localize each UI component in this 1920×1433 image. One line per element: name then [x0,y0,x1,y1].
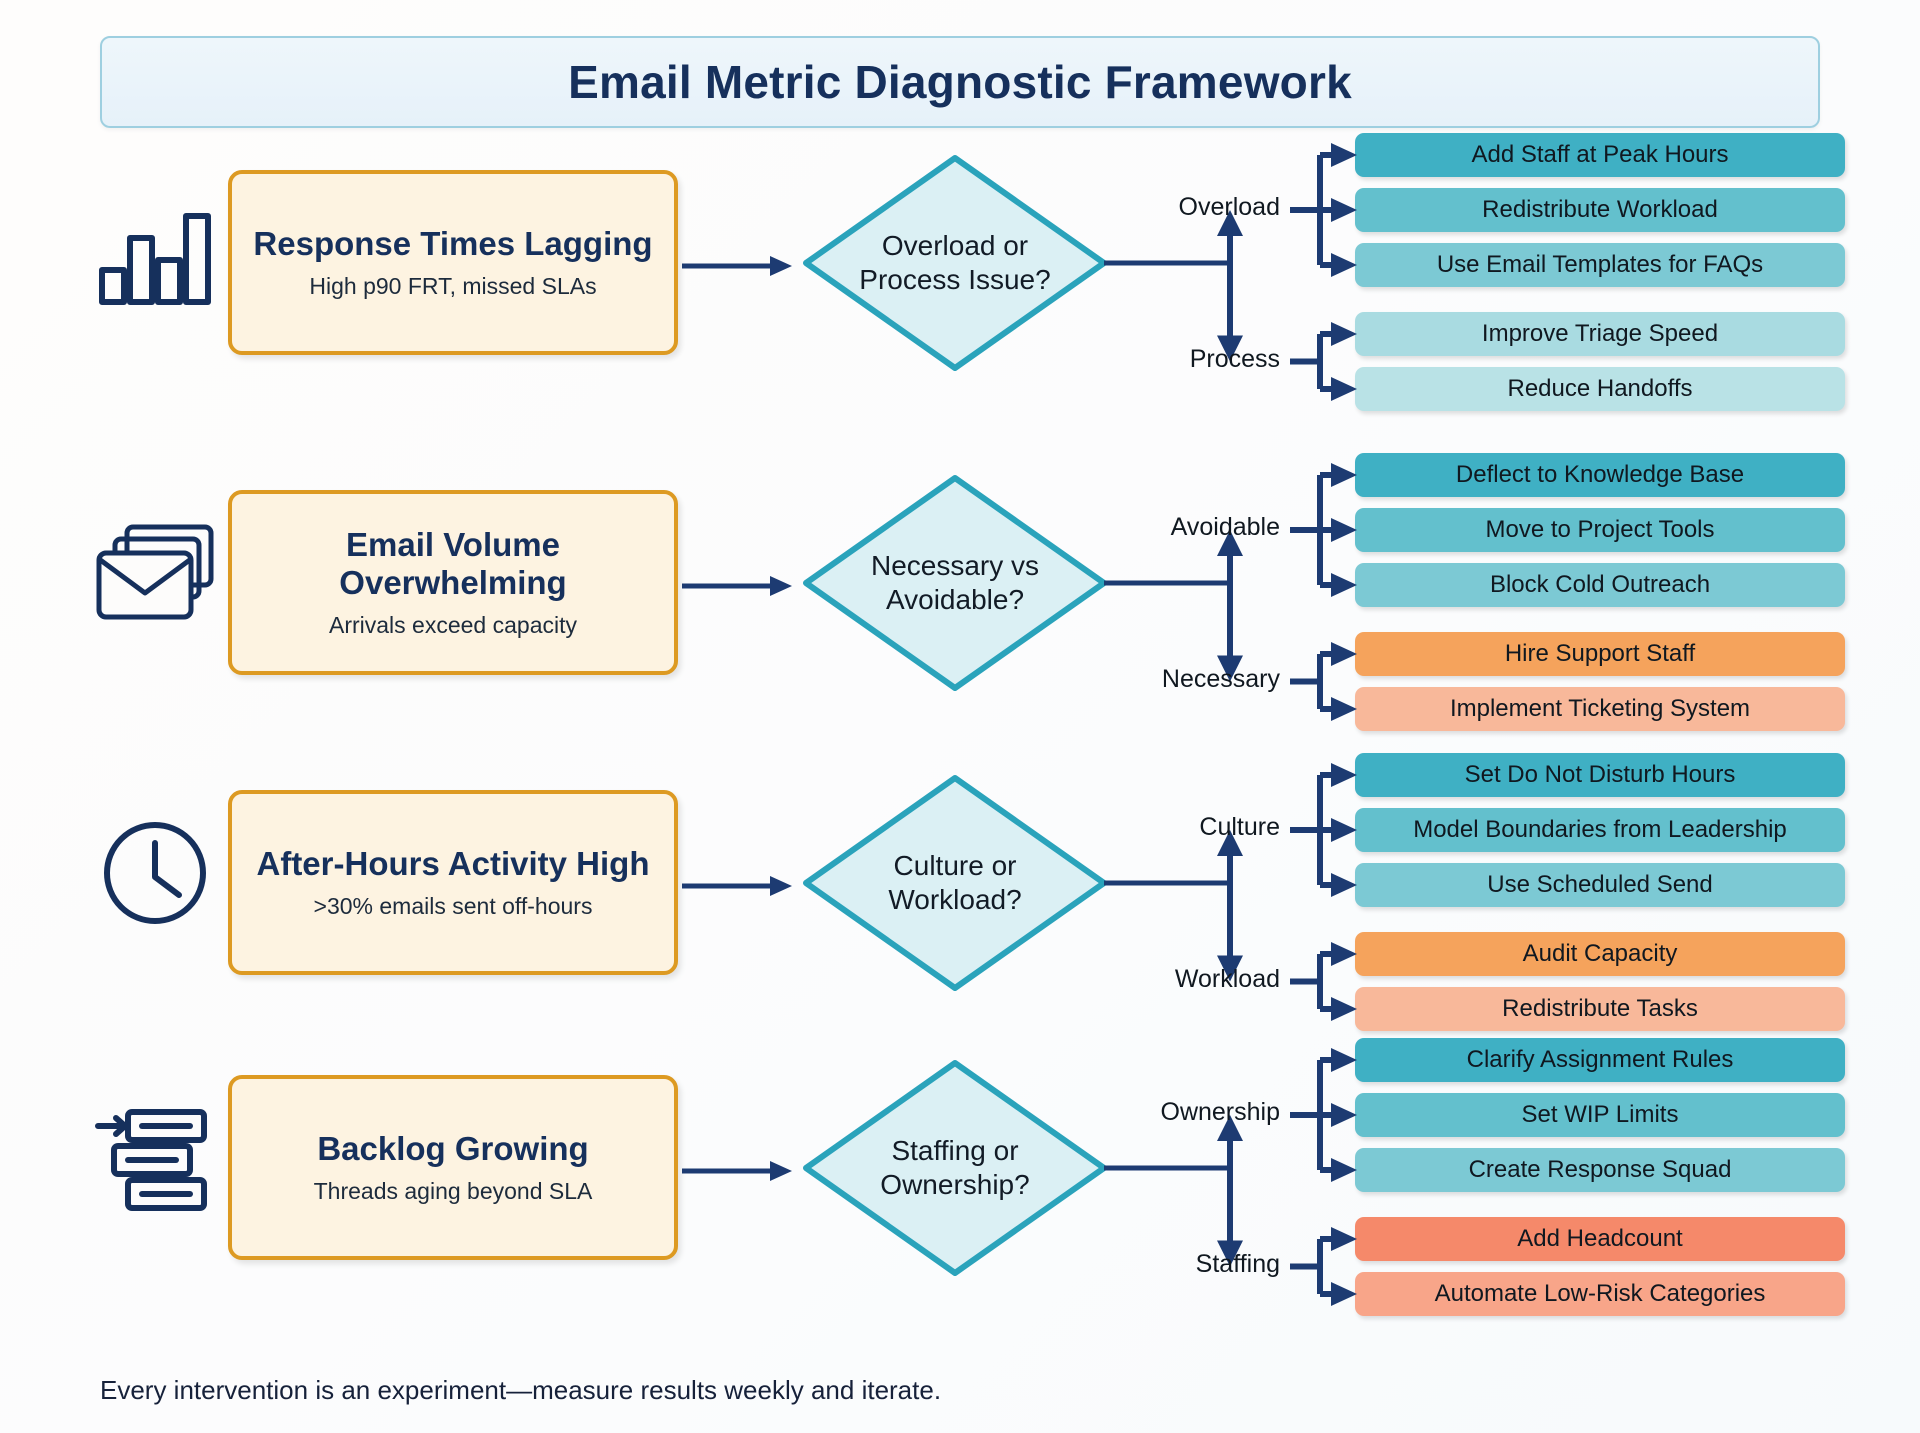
action-box[interactable]: Clarify Assignment Rules [1355,1038,1845,1082]
decision-diamond[interactable]: Culture or Workload? [800,772,1110,994]
action-label: Use Scheduled Send [1487,871,1713,898]
action-box[interactable]: Audit Capacity [1355,932,1845,976]
connector-problem-to-decision [682,1158,792,1181]
problem-subtitle: Threads aging beyond SLA [313,1177,593,1204]
action-box[interactable]: Implement Ticketing System [1355,687,1845,731]
action-box[interactable]: Add Staff at Peak Hours [1355,133,1845,177]
action-box[interactable]: Add Headcount [1355,1217,1845,1261]
row-icon [90,508,220,638]
action-box[interactable]: Redistribute Tasks [1355,987,1845,1031]
problem-subtitle: Arrivals exceed capacity [329,611,577,638]
action-label: Clarify Assignment Rules [1466,1046,1734,1073]
branch-label: Workload [1174,964,1280,993]
connector-problem-to-decision [682,253,792,276]
branch-connector-svg [1104,463,1357,721]
action-label: Implement Ticketing System [1449,695,1751,722]
action-box[interactable]: Automate Low-Risk Categories [1355,1272,1845,1316]
connector-problem-to-decision [682,873,792,896]
action-box[interactable]: Set WIP Limits [1355,1093,1845,1137]
diagnostic-row: Email Volume Overwhelming Arrivals excee… [0,453,1920,750]
bar-chart-icon [99,213,211,305]
action-label: Improve Triage Speed [1481,320,1719,347]
problem-card[interactable]: Email Volume Overwhelming Arrivals excee… [228,490,678,675]
action-label: Audit Capacity [1522,940,1678,967]
decision-label: Culture or Workload? [888,850,1022,915]
action-box[interactable]: Improve Triage Speed [1355,312,1845,356]
decision-diamond[interactable]: Overload or Process Issue? [800,152,1110,374]
connector-problem-to-decision [682,573,792,596]
branch-label: Overload [1178,193,1280,221]
problem-card[interactable]: After-Hours Activity High >30% emails se… [228,790,678,975]
problem-title: Response Times Lagging [253,225,653,263]
action-box[interactable]: Deflect to Knowledge Base [1355,453,1845,497]
diagnostic-row: Backlog Growing Threads aging beyond SLA… [0,1038,1920,1335]
problem-title: After-Hours Activity High [256,845,650,883]
problem-subtitle: >30% emails sent off-hours [313,892,593,919]
backlog-icon [95,1109,207,1211]
row-icon [90,808,220,938]
clock-icon [104,822,206,924]
action-label: Hire Support Staff [1504,640,1696,667]
branch-label: Staffing [1195,1249,1280,1278]
diagnostic-row: Response Times Lagging High p90 FRT, mis… [0,133,1920,430]
branch-label: Culture [1199,813,1280,841]
action-box[interactable]: Use Scheduled Send [1355,863,1845,907]
action-label: Model Boundaries from Leadership [1413,816,1787,843]
action-label: Create Response Squad [1468,1156,1732,1183]
action-label: Set Do Not Disturb Hours [1464,761,1736,788]
action-box[interactable]: Set Do Not Disturb Hours [1355,753,1845,797]
action-label: Automate Low-Risk Categories [1434,1280,1766,1307]
action-box[interactable]: Block Cold Outreach [1355,563,1845,607]
action-box[interactable]: Hire Support Staff [1355,632,1845,676]
action-label: Set WIP Limits [1521,1101,1679,1128]
problem-card[interactable]: Response Times Lagging High p90 FRT, mis… [228,170,678,355]
decision-diamond-shape [803,775,1107,991]
action-box[interactable]: Redistribute Workload [1355,188,1845,232]
action-label: Deflect to Knowledge Base [1455,461,1745,488]
action-label: Block Cold Outreach [1489,571,1711,598]
page-title: Email Metric Diagnostic Framework [568,56,1352,108]
action-box[interactable]: Reduce Handoffs [1355,367,1845,411]
action-box[interactable]: Move to Project Tools [1355,508,1845,552]
branch-label: Necessary [1161,664,1280,693]
branch-label: Process [1189,344,1280,373]
diagnostic-row: After-Hours Activity High >30% emails se… [0,753,1920,1050]
problem-title: Email Volume Overwhelming [339,526,567,601]
action-label: Move to Project Tools [1485,516,1715,543]
action-box[interactable]: Use Email Templates for FAQs [1355,243,1845,287]
decision-diamond-shape [803,155,1107,371]
branch-label: Ownership [1160,1098,1281,1126]
action-box[interactable]: Create Response Squad [1355,1148,1845,1192]
branch-connector-svg [1104,1048,1357,1306]
problem-card[interactable]: Backlog Growing Threads aging beyond SLA [228,1075,678,1260]
decision-diamond[interactable]: Staffing or Ownership? [800,1057,1110,1279]
action-label: Add Staff at Peak Hours [1471,141,1729,168]
action-label: Use Email Templates for FAQs [1436,251,1764,278]
decision-label: Staffing or Ownership? [880,1135,1030,1200]
arrow-to-decision [682,876,792,896]
page-title-banner: Email Metric Diagnostic Framework [100,36,1820,128]
decision-label: Necessary vs Avoidable? [870,550,1040,615]
decision-diamond-shape [803,1060,1107,1276]
envelopes-icon [96,524,214,620]
decision-diamond[interactable]: Necessary vs Avoidable? [800,472,1110,694]
arrow-to-decision [682,256,792,276]
action-box[interactable]: Model Boundaries from Leadership [1355,808,1845,852]
branch-connector-svg [1104,763,1357,1021]
branch-label: Avoidable [1170,513,1280,541]
problem-title: Backlog Growing [317,1130,589,1168]
problem-subtitle: High p90 FRT, missed SLAs [309,272,597,299]
footer-note: Every intervention is an experiment—meas… [100,1375,942,1405]
decision-label: Overload or Process Issue? [859,230,1051,295]
action-label: Reduce Handoffs [1507,375,1693,402]
row-icon [90,188,220,318]
arrow-to-decision [682,576,792,596]
action-label: Add Headcount [1517,1225,1683,1252]
branch-connector-svg [1104,143,1357,401]
decision-diamond-shape [803,475,1107,691]
action-label: Redistribute Tasks [1502,995,1698,1022]
arrow-to-decision [682,1161,792,1181]
row-icon [90,1093,220,1223]
action-label: Redistribute Workload [1482,196,1718,223]
